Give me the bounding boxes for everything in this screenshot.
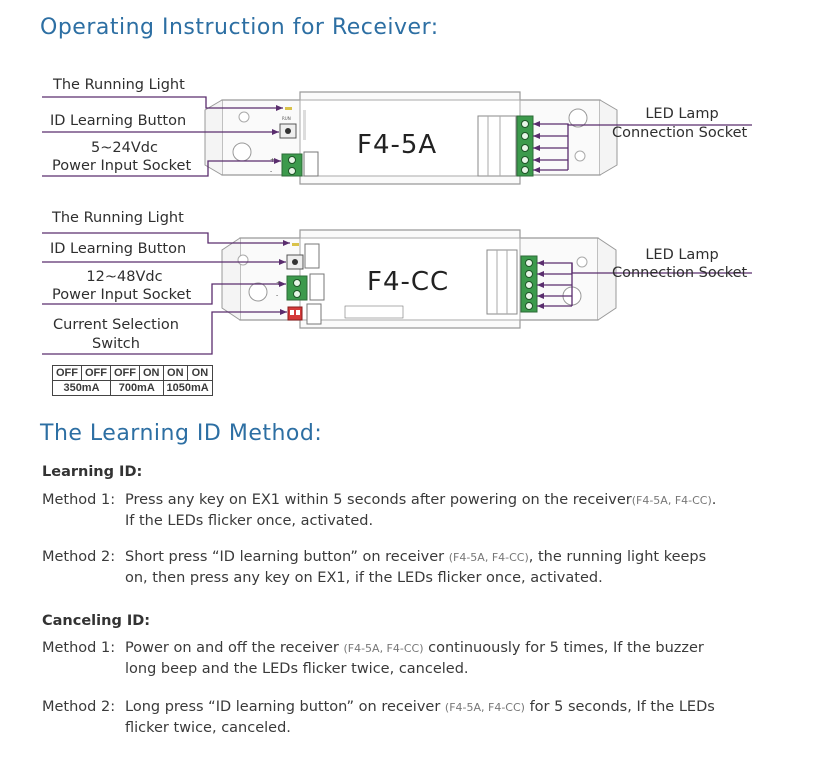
current-value-row: 350mA 700mA 1050mA <box>52 380 213 396</box>
method-text: Press any key on EX1 within 5 seconds af… <box>125 492 632 508</box>
current-selection-label: Current Selection <box>53 317 179 333</box>
switch-state-cell: ON <box>187 365 213 381</box>
method-text: Long press “ID learning button” on recei… <box>125 699 445 715</box>
running-light-label-2: The Running Light <box>52 210 184 226</box>
led-lamp-label-2: LED Lamp <box>645 247 719 263</box>
canceling-method-2: Method 2: Long press “ID learning button”… <box>42 697 832 739</box>
method-text: , the running light keeps <box>528 549 707 565</box>
switch-state-row: OFF OFF OFF ON ON ON <box>52 365 213 381</box>
current-value-cell: 1050mA <box>162 380 213 396</box>
current-value-cell: 350mA <box>52 380 111 396</box>
current-selection-table: OFF OFF OFF ON ON ON 350mA 700mA 1050mA <box>52 365 213 396</box>
svg-text:-: - <box>270 168 272 175</box>
learning-id-title: Learning ID: <box>42 464 143 480</box>
method-text: . <box>711 492 717 508</box>
switch-state-cell: OFF <box>81 365 111 381</box>
model-ref: (F4-5A, F4-CC) <box>448 551 529 564</box>
method-text: long beep and the LEDs flicker twice, ca… <box>125 661 469 677</box>
method-text: flicker twice, canceled. <box>125 720 291 736</box>
learning-method-1: Method 1: Press any key on EX1 within 5 s… <box>42 490 832 532</box>
power-socket-label: Power Input Socket <box>52 158 192 174</box>
svg-text:-: - <box>276 292 278 299</box>
switch-state-cell: OFF <box>52 365 82 381</box>
canceling-method-1: Method 1: Power on and off the receiver (… <box>42 638 832 680</box>
page-title: Operating Instruction for Receiver: <box>40 15 439 40</box>
f4-5a-model: F4-5A <box>357 130 438 160</box>
model-ref: (F4-5A, F4-CC) <box>631 494 712 507</box>
switch-label: Switch <box>92 336 140 352</box>
led-lamp-label: LED Lamp <box>645 106 719 122</box>
voltage-label: 5~24Vdc <box>91 140 158 156</box>
voltage-label-2: 12~48Vdc <box>86 269 163 285</box>
method-label: Method 2: <box>42 549 116 565</box>
id-button-label: ID Learning Button <box>50 113 187 129</box>
f4-cc-model: F4-CC <box>367 267 450 297</box>
f4-cc-diagram: + - <box>42 229 752 355</box>
method-text: Power on and off the receiver <box>125 640 344 656</box>
learning-method-2: Method 2: Short press “ID learning button… <box>42 547 832 589</box>
running-light-label: The Running Light <box>53 77 185 93</box>
method-label: Method 1: <box>42 640 116 656</box>
connection-socket-label-2: Connection Socket <box>612 265 748 281</box>
learning-heading: The Learning ID Method: <box>40 421 323 446</box>
canceling-id-title: Canceling ID: <box>42 613 151 629</box>
model-ref: (F4-5A, F4-CC) <box>444 701 525 714</box>
method-text: on, then press any key on EX1, if the LE… <box>125 570 603 586</box>
method-text: for 5 seconds, If the LEDs <box>524 699 715 715</box>
model-ref: (F4-5A, F4-CC) <box>343 642 424 655</box>
connection-socket-label: Connection Socket <box>612 125 748 141</box>
power-socket-label-2: Power Input Socket <box>52 287 192 303</box>
method-label: Method 2: <box>42 699 116 715</box>
method-text: Short press “ID learning button” on rece… <box>125 549 449 565</box>
switch-state-cell: ON <box>139 365 164 381</box>
method-text: continuously for 5 times, If the buzzer <box>423 640 704 656</box>
method-label: Method 1: <box>42 492 116 508</box>
svg-text:RUN: RUN <box>282 116 291 121</box>
f4-5a-diagram: RUN + - <box>42 91 752 185</box>
id-button-label-2: ID Learning Button <box>50 241 187 257</box>
switch-state-cell: ON <box>162 365 189 381</box>
method-text: If the LEDs flicker once, activated. <box>125 513 374 529</box>
current-value-cell: 700mA <box>110 380 164 396</box>
switch-state-cell: OFF <box>110 365 140 381</box>
